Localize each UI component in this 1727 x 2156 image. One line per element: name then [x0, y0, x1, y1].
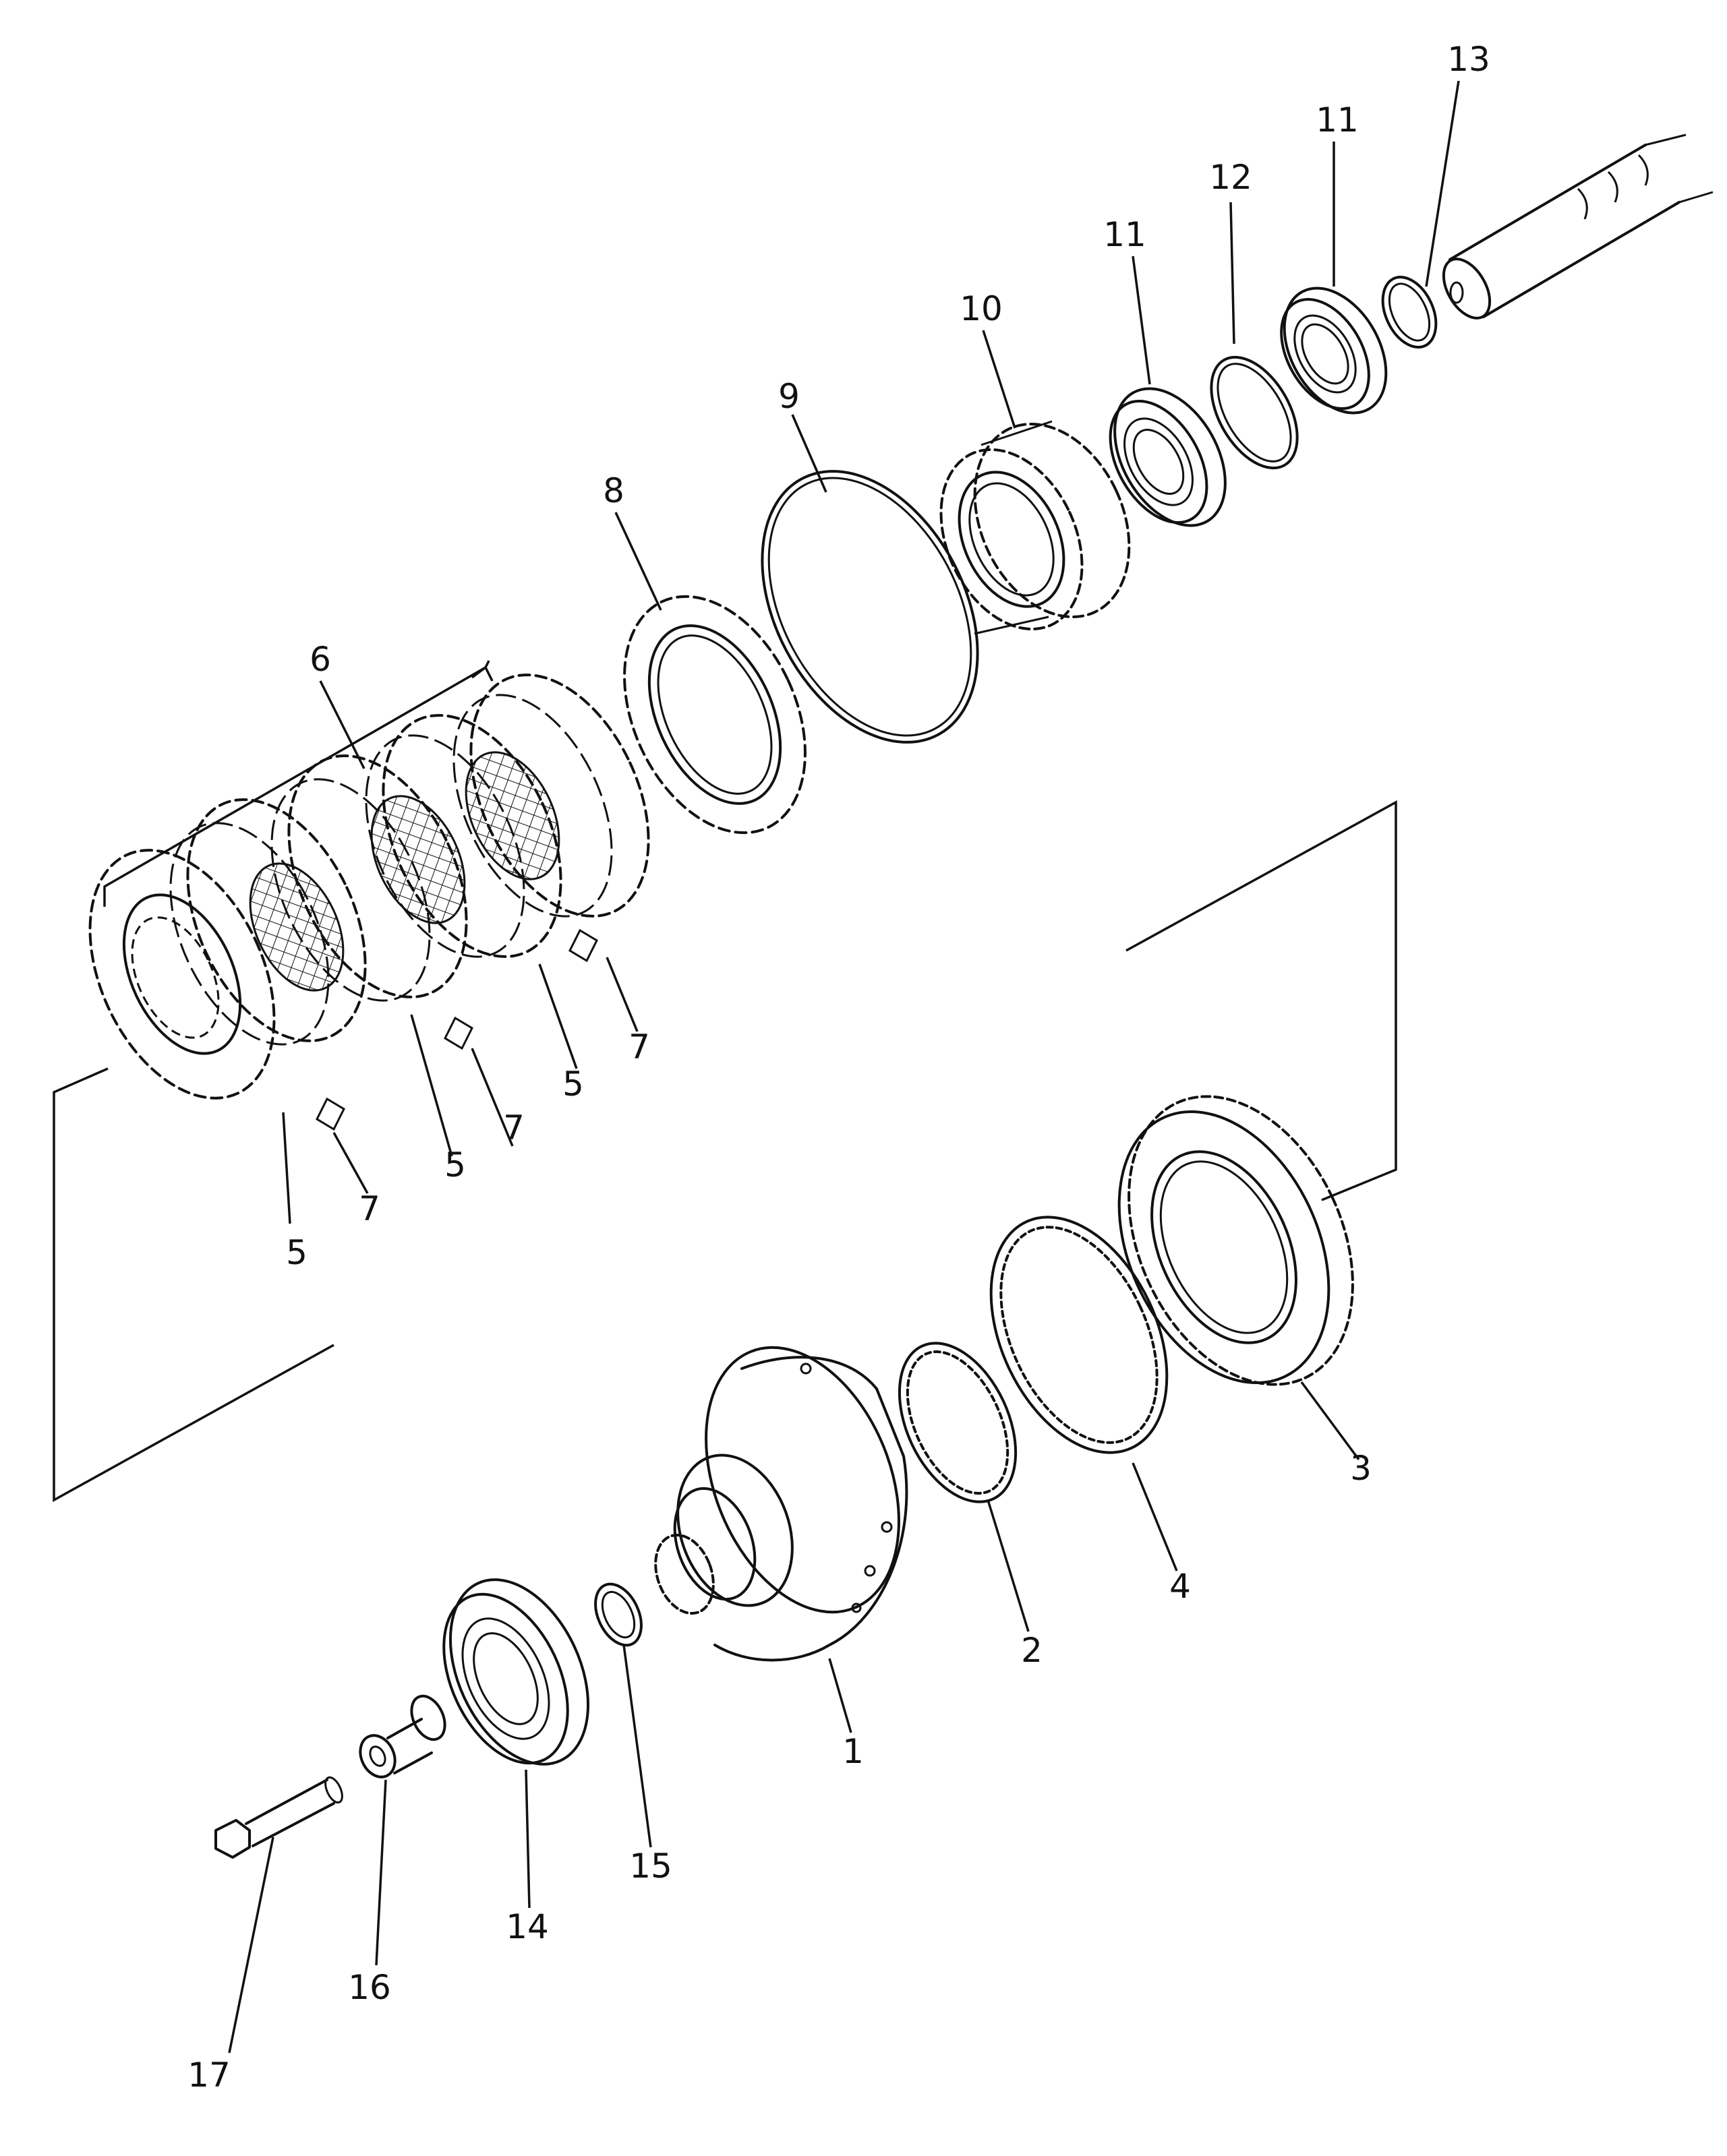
bracket-6	[103, 660, 490, 907]
snap-ring-13	[1381, 276, 1438, 349]
callout-6: 6	[310, 640, 331, 679]
plate-8	[623, 595, 807, 835]
callout-11-upper: 11	[1316, 100, 1359, 140]
callout-5-right: 5	[562, 1065, 584, 1104]
leader-lines	[228, 80, 1460, 2054]
callout-10: 10	[960, 289, 1003, 328]
gear-hub-10	[939, 420, 1131, 635]
callout-13: 13	[1447, 40, 1490, 79]
callout-15: 15	[629, 1847, 672, 1886]
housing-bracket-left	[53, 1067, 334, 1502]
snap-ring-12	[1210, 355, 1299, 470]
seal-ring-2	[898, 1342, 1018, 1503]
output-shaft	[1442, 133, 1714, 320]
spacer-16	[359, 1694, 446, 1778]
callout-9: 9	[778, 377, 800, 416]
bolt-17	[214, 1776, 343, 1859]
callout-4: 4	[1169, 1567, 1191, 1606]
callout-12: 12	[1209, 158, 1252, 197]
callout-16: 16	[348, 1968, 391, 2007]
callout-3: 3	[1350, 1449, 1372, 1488]
washer-15	[594, 1582, 643, 1647]
callout-5-left: 5	[286, 1233, 308, 1272]
callout-14: 14	[506, 1907, 549, 1946]
callout-17: 17	[187, 2056, 231, 2095]
callout-labels: 13 11 12 11 10 9 8 6 7 5 7 5 7 5 3 4 2 1…	[187, 40, 1490, 2095]
callout-8: 8	[603, 471, 624, 510]
callout-5-middle: 5	[444, 1145, 466, 1185]
bearing-11-upper	[1280, 287, 1388, 415]
callout-7-left: 7	[359, 1189, 380, 1228]
piston-housing-1	[654, 1346, 908, 1662]
clutch-disc-pack	[88, 673, 650, 1131]
callout-2: 2	[1021, 1631, 1043, 1670]
seal-ring-4	[989, 1216, 1169, 1454]
snap-ring-9	[761, 470, 979, 744]
callout-7-middle: 7	[503, 1108, 525, 1147]
callout-11-lower: 11	[1103, 215, 1146, 254]
housing-bracket-right	[1125, 800, 1397, 1201]
bearing-11-lower	[1109, 387, 1227, 527]
callout-7-right: 7	[628, 1027, 650, 1067]
bearing-14	[442, 1578, 590, 1766]
hub-ring-3	[1117, 1095, 1354, 1386]
callout-1: 1	[842, 1732, 864, 1771]
